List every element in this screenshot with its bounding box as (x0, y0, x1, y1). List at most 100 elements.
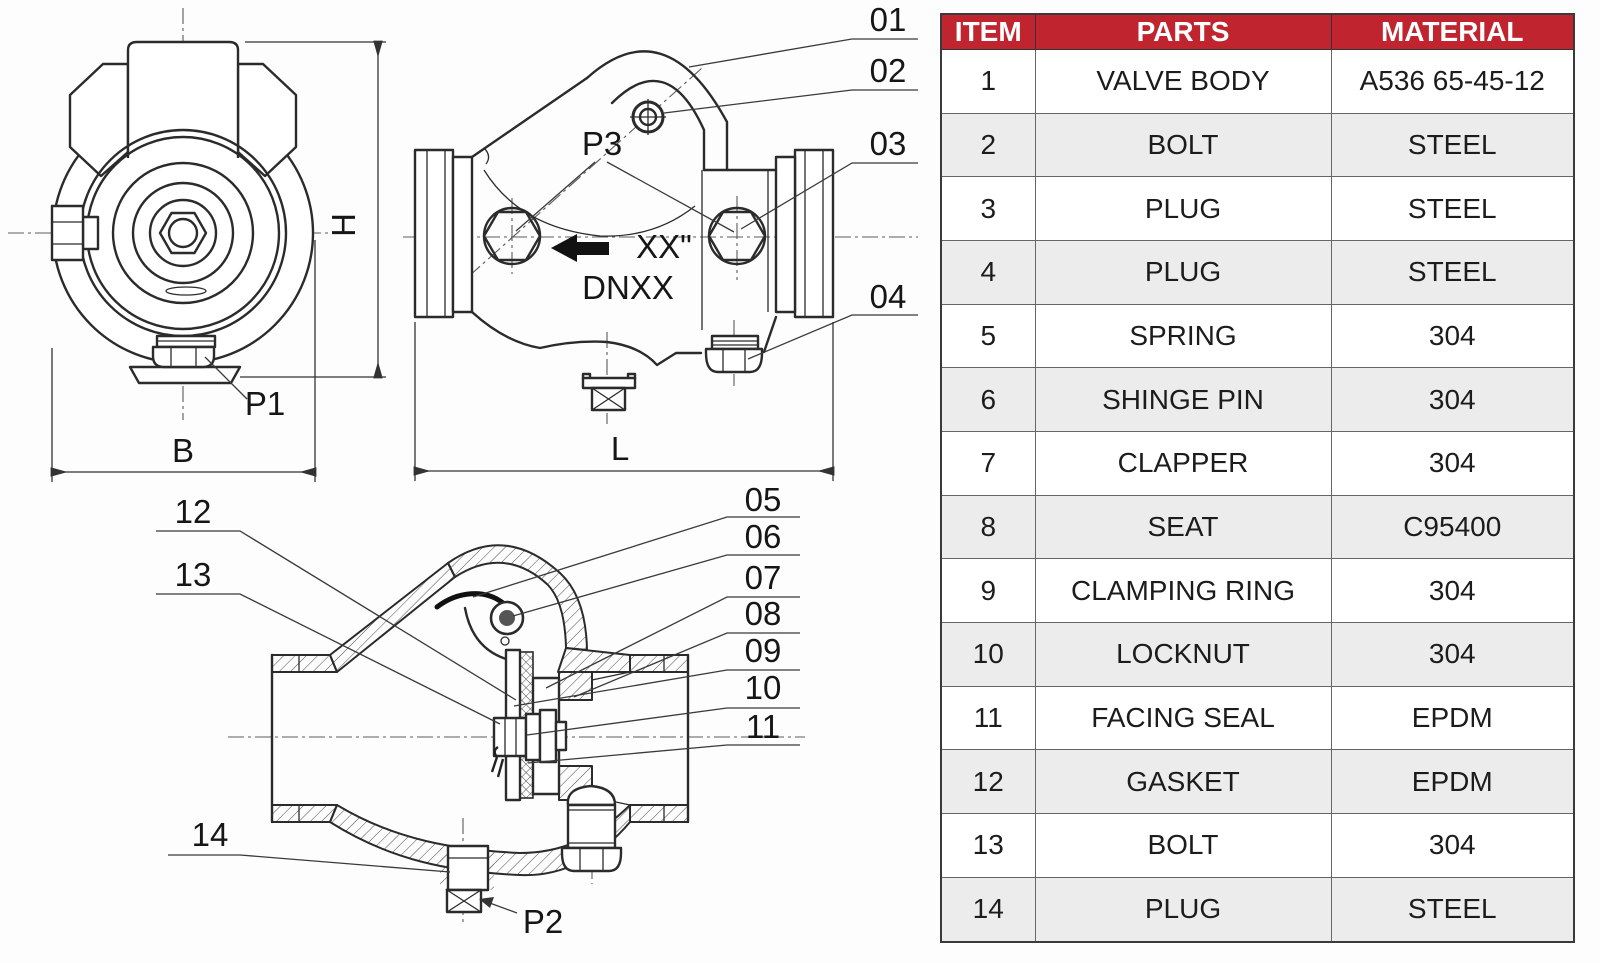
section-right-plug (560, 784, 623, 873)
table-cell: SEAT (1034, 494, 1332, 560)
table-cell: EPDM (1330, 749, 1575, 815)
callout-02: 02 (870, 52, 907, 89)
side-hex-plug-left (482, 206, 542, 266)
p2-arrowhead-icon (479, 897, 494, 908)
clapper-assembly (434, 591, 568, 802)
callout-03: 03 (870, 125, 907, 162)
bottom-plug-front (128, 334, 242, 385)
table-cell: 2 (940, 112, 1036, 178)
table-cell: 304 (1330, 431, 1575, 496)
table-cell: 10 (940, 622, 1036, 687)
table-cell: VALVE BODY (1034, 49, 1332, 114)
section-view-drawing: 12 13 14 P2 05 06 07 08 09 10 11 (156, 481, 805, 940)
table-cell: A536 65-45-12 (1330, 49, 1575, 114)
callout-12: 12 (175, 493, 212, 530)
table-cell: 1 (940, 49, 1036, 114)
callout-09: 09 (745, 632, 782, 669)
center-hex-nut (158, 211, 208, 255)
left-pipe-end (413, 148, 474, 319)
callout-11: 11 (746, 708, 780, 745)
table-cell: 304 (1330, 558, 1575, 624)
table-cell: EPDM (1330, 685, 1575, 751)
flow-direction-arrow-icon (551, 234, 609, 262)
port-label-p3: P3 (582, 125, 622, 162)
bottom-plug-side (581, 372, 637, 412)
dim-height-label: H (325, 213, 362, 237)
callout-04: 04 (870, 278, 907, 315)
table-cell: 8 (940, 494, 1036, 560)
section-left-pipe (270, 653, 338, 824)
callout-08: 08 (745, 595, 782, 632)
side-hex-plug-right (707, 206, 767, 266)
section-left-callouts: 12 13 14 (156, 493, 517, 873)
table-cell: LOCKNUT (1034, 622, 1332, 687)
table-cell: 304 (1330, 303, 1575, 369)
callout-01: 01 (870, 1, 907, 38)
spring (434, 591, 506, 610)
side-view-drawing: XX" DNXX P3 01 02 03 04 L (403, 1, 918, 481)
table-cell: 304 (1330, 622, 1575, 687)
table-cell: 12 (940, 749, 1036, 815)
side-plug-front (50, 204, 100, 262)
table-cell: 304 (1330, 813, 1575, 878)
table-cell: PLUG (1034, 176, 1332, 242)
table-cell: 11 (940, 685, 1036, 751)
section-bottom-plug (440, 844, 494, 914)
dim-length-label: L (611, 430, 629, 467)
callout-06: 06 (745, 518, 782, 555)
dn-text: DNXX (582, 269, 674, 306)
table-cell: 6 (940, 367, 1036, 433)
port-label-p1: P1 (245, 385, 285, 422)
table-cell: C95400 (1330, 494, 1575, 560)
callout-14: 14 (192, 816, 229, 853)
table-header-row: ITEM PARTS MATERIAL (940, 13, 1575, 50)
table-cell: CLAMPING RING (1034, 558, 1332, 624)
top-bolt (630, 99, 666, 135)
col-header-item: ITEM (940, 13, 1036, 50)
right-lower-plug-side (704, 334, 764, 374)
table-cell: PLUG (1034, 240, 1332, 305)
section-right-callouts: 05 06 07 08 09 10 11 (472, 481, 800, 764)
side-view-callouts: 01 02 03 04 (663, 1, 918, 360)
front-view-drawing: P1 B H (8, 8, 386, 482)
table-cell: BOLT (1034, 112, 1332, 178)
port-label-p2: P2 (523, 903, 563, 940)
table-cell: FACING SEAL (1034, 685, 1332, 751)
table-cell: 5 (940, 303, 1036, 369)
table-cell: GASKET (1034, 749, 1332, 815)
table-cell: BOLT (1034, 813, 1332, 878)
table-cell: 9 (940, 558, 1036, 624)
table-cell: SPRING (1034, 303, 1332, 369)
size-text: XX" (636, 228, 692, 265)
table-cell: STEEL (1330, 876, 1575, 943)
table-cell: STEEL (1330, 176, 1575, 242)
table-cell: PLUG (1034, 876, 1332, 943)
table-cell: SHINGE PIN (1034, 367, 1332, 433)
table-cell: 304 (1330, 367, 1575, 433)
table-cell: STEEL (1330, 240, 1575, 305)
section-right-pipe (591, 653, 690, 824)
table-cell: STEEL (1330, 112, 1575, 178)
right-pipe-end (774, 148, 835, 319)
callout-05: 05 (745, 481, 782, 518)
table-cell: 4 (940, 240, 1036, 305)
table-cell: 7 (940, 431, 1036, 496)
table-cell: CLAPPER (1034, 431, 1332, 496)
col-header-material: MATERIAL (1330, 13, 1575, 50)
col-header-parts: PARTS (1034, 13, 1332, 50)
